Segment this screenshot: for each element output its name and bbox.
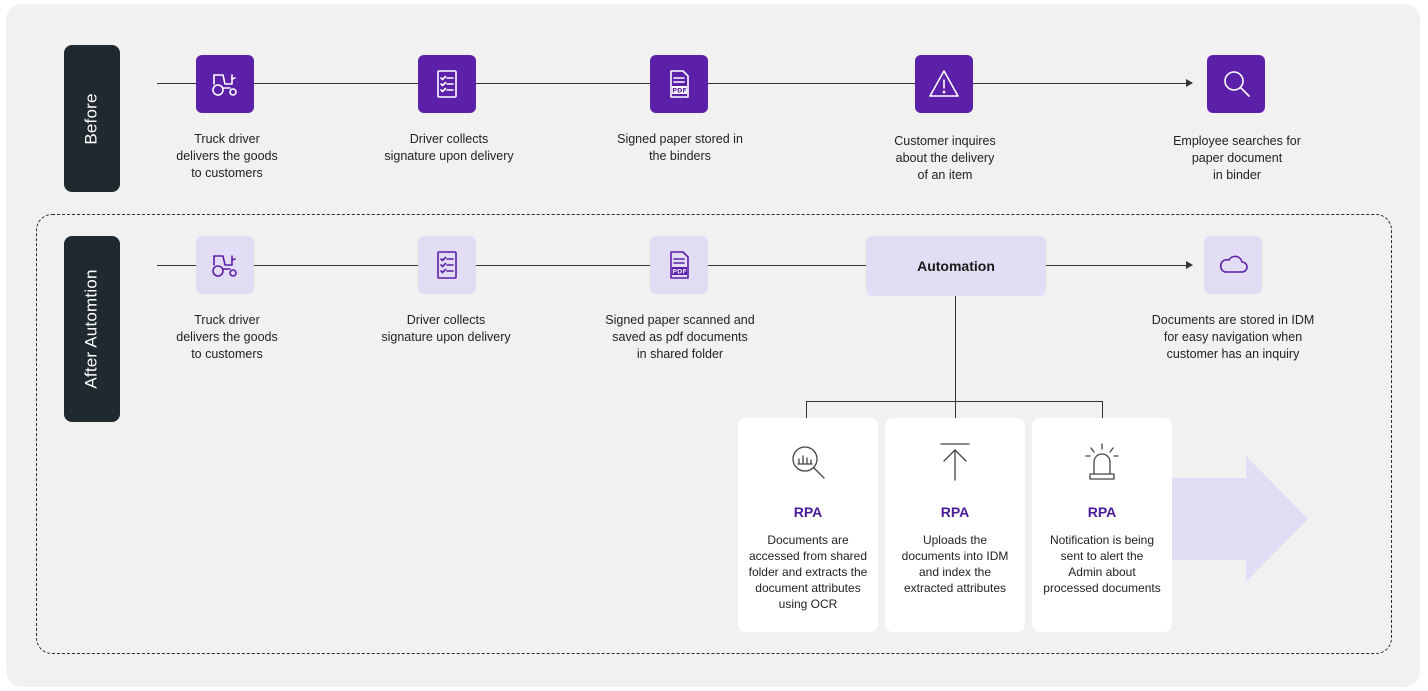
before-step-1-caption: Truck driver delivers the goods to custo… [176,132,278,180]
cloud-icon [1204,236,1262,294]
warning-icon [915,55,973,113]
before-step-5-caption: Employee searches for paper document in … [1173,134,1301,182]
rpa-card-desc: Documents are accessed from shared folde… [748,533,868,611]
magnify-chart-icon [792,446,825,479]
alarm-siren-icon [1085,443,1119,480]
rpa-card-notification: RPA Notification is being sent to alert … [1032,418,1172,632]
before-row-label: Before [64,45,120,192]
rpa-card-ocr: RPA Documents are accessed from shared f… [738,418,878,632]
before-flow-arrowhead [1186,79,1193,87]
automation-branch-line [806,401,1103,402]
automation-box: Automation [866,236,1046,296]
after-automation-region [36,214,1392,654]
rpa-card-upload: RPA Uploads the documents into IDM and i… [885,418,1025,632]
after-step-2-caption: Driver collects signature upon delivery [381,313,511,344]
rpa-card-desc: Notification is being sent to alert the … [1043,533,1161,595]
before-label-text: Before [81,92,101,145]
after-step-3-caption: Signed paper scanned and saved as pdf do… [605,313,755,361]
automation-to-cloud-line [1046,265,1187,266]
upload-icon [940,443,970,481]
before-step-3-caption: Signed paper stored in the binders [617,132,743,163]
after-step-1-caption: Truck driver delivers the goods to custo… [176,313,278,361]
svg-text:PDF: PDF [672,268,687,276]
automation-label: Automation [917,258,995,274]
branch-drop-1 [806,401,807,418]
diagram-panel [6,4,1420,687]
automation-trunk-line [955,296,956,401]
before-step-2-caption: Driver collects signature upon delivery [384,132,514,163]
rpa-card-title: RPA [1087,504,1117,520]
search-icon [1207,55,1265,113]
after-flow-line [157,265,866,266]
tractor-icon [196,236,254,294]
rpa-card-title: RPA [940,504,970,520]
checklist-icon [418,55,476,113]
after-label-text: After Automtion [82,269,102,389]
pdf-document-icon: PDF [650,55,708,113]
big-flow-arrow [1172,456,1308,582]
svg-text:PDF: PDF [672,87,687,95]
after-row-label: After Automtion [64,236,120,422]
rpa-card-title: RPA [793,504,823,520]
after-flow-arrowhead [1186,261,1193,269]
after-step-4-caption: Documents are stored in IDM for easy nav… [1151,313,1315,361]
tractor-icon [196,55,254,113]
pdf-document-icon: PDF [650,236,708,294]
checklist-icon [418,236,476,294]
before-step-4-caption: Customer inquires about the delivery of … [894,134,996,182]
branch-drop-3 [1102,401,1103,418]
branch-drop-2 [955,401,956,418]
rpa-card-desc: Uploads the documents into IDM and index… [901,533,1009,595]
